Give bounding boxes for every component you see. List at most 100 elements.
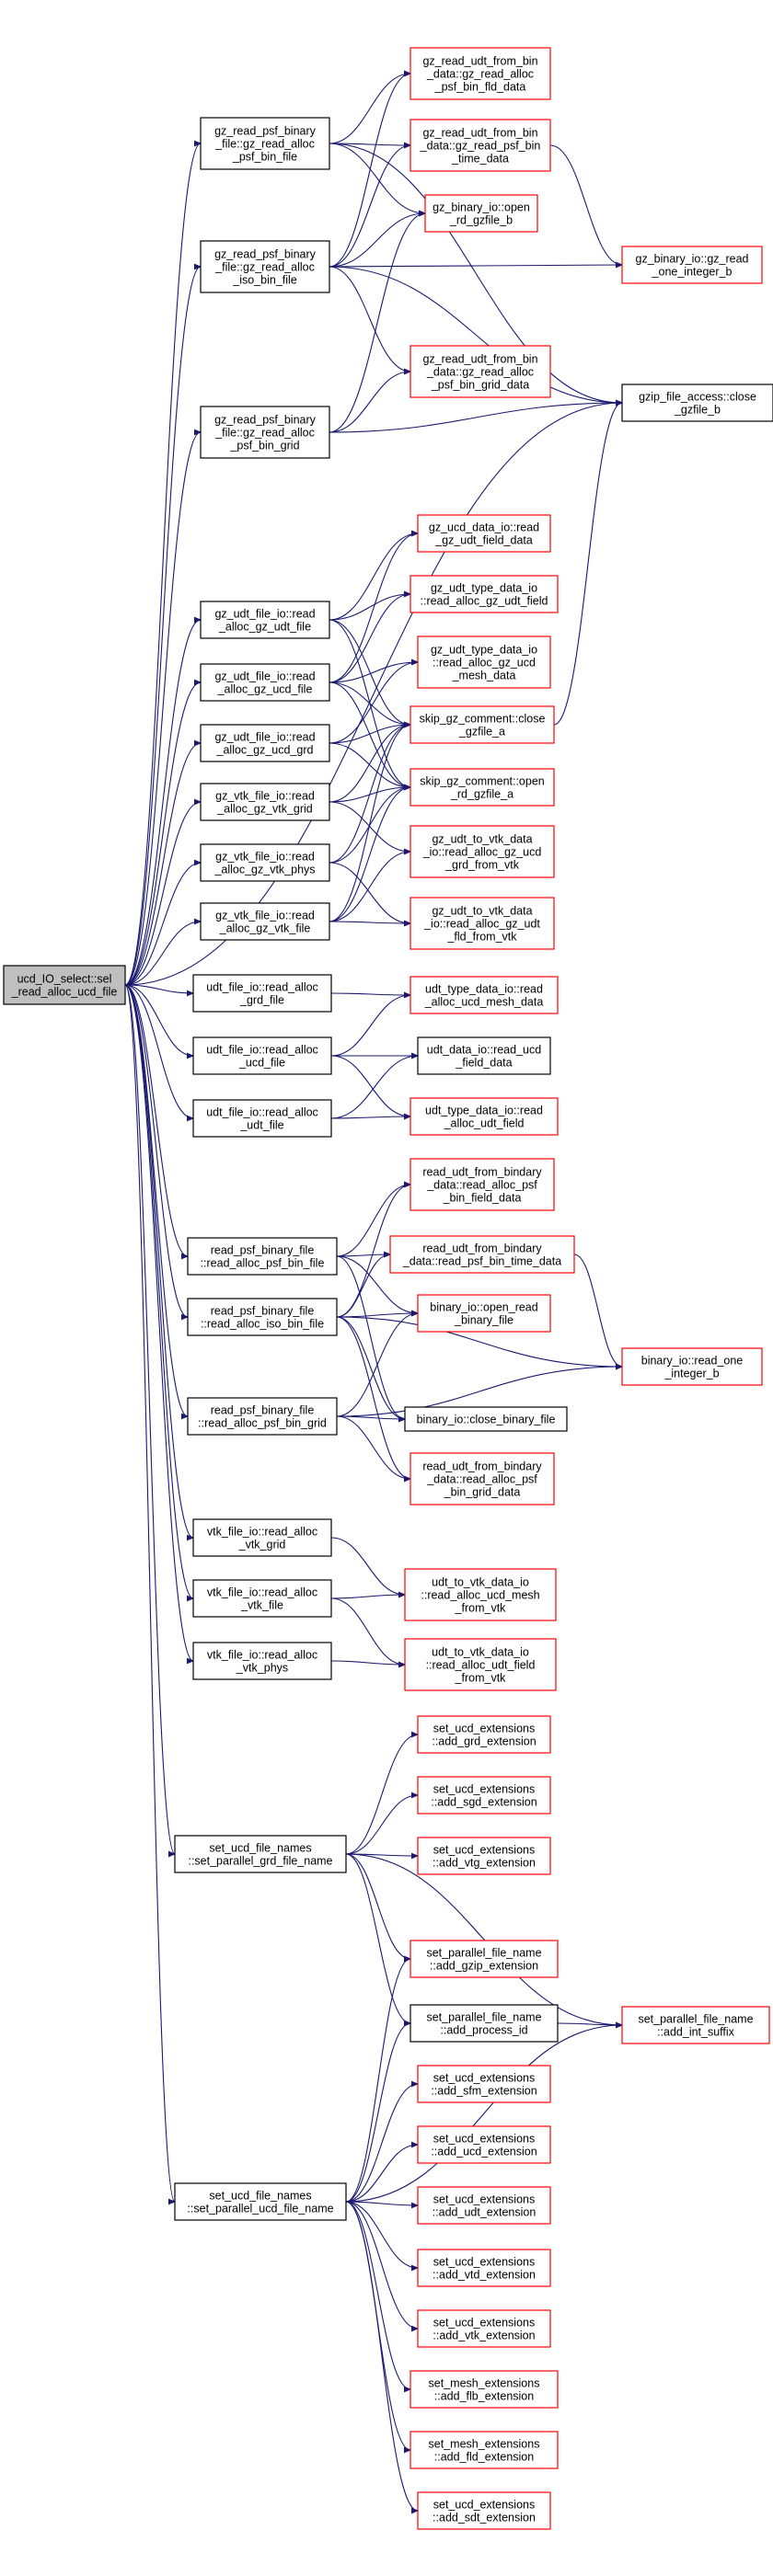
node-box[interactable] xyxy=(621,246,763,284)
node-box[interactable] xyxy=(200,902,330,941)
node-box[interactable] xyxy=(192,1642,332,1680)
node-t_ext_vtg[interactable]: set_ucd_extensions::add_vtg_extension xyxy=(417,1837,551,1875)
node-n_setgrd[interactable]: set_ucd_file_names::set_parallel_grd_fil… xyxy=(174,1835,347,1873)
node-t_skip_close[interactable]: skip_gz_comment::close_gzfile_a xyxy=(410,705,555,744)
node-t_ext_vtd[interactable]: set_ucd_extensions::add_vtd_extension xyxy=(417,2249,551,2287)
node-box[interactable] xyxy=(417,2491,551,2530)
node-box[interactable] xyxy=(410,2431,559,2469)
node-root[interactable]: ucd_IO_select::sel_read_alloc_ucd_file xyxy=(3,965,126,1005)
node-n_udtucd[interactable]: udt_file_io::read_alloc_ucd_file xyxy=(192,1036,332,1075)
node-box[interactable] xyxy=(410,1097,559,1136)
node-box[interactable] xyxy=(417,2186,551,2225)
node-n_vtkphys[interactable]: vtk_file_io::read_alloc_vtk_phys xyxy=(192,1642,332,1680)
node-box[interactable] xyxy=(417,1837,551,1875)
node-box[interactable] xyxy=(200,783,330,821)
node-t_ext_flb[interactable]: set_mesh_extensions::add_flb_extension xyxy=(410,2370,559,2409)
node-box[interactable] xyxy=(410,897,555,950)
node-box[interactable] xyxy=(424,194,538,233)
node-t_bin_open[interactable]: binary_io::open_read_binary_file xyxy=(417,1294,551,1333)
node-box[interactable] xyxy=(192,1579,332,1618)
node-t_gz_type_fld[interactable]: gz_udt_type_data_io::read_alloc_gz_udt_f… xyxy=(410,575,559,613)
node-box[interactable] xyxy=(410,705,555,744)
node-box[interactable] xyxy=(404,1638,557,1691)
node-t_udt_field[interactable]: udt_data_io::read_ucd_field_data xyxy=(417,1036,551,1075)
node-box[interactable] xyxy=(410,345,551,398)
node-box[interactable] xyxy=(404,1406,568,1432)
node-box[interactable] xyxy=(621,384,773,422)
node-box[interactable] xyxy=(187,1397,338,1436)
node-t_vtk_mesh[interactable]: udt_to_vtk_data_io::read_alloc_ucd_mesh_… xyxy=(404,1568,557,1621)
node-t_gz_type_mesh[interactable]: gz_udt_type_data_io::read_alloc_gz_ucd_m… xyxy=(417,635,551,689)
node-t_udt_mesh[interactable]: udt_type_data_io::read_alloc_ucd_mesh_da… xyxy=(410,976,559,1014)
node-t_bin_fld[interactable]: read_udt_from_bindary_data::read_alloc_p… xyxy=(410,1158,555,1211)
node-box[interactable] xyxy=(192,974,332,1013)
node-t_gz_vtk_grd[interactable]: gz_udt_to_vtk_data_io::read_alloc_gz_ucd… xyxy=(410,825,555,878)
node-t_read_int_b[interactable]: gz_binary_io::gz_read_one_integer_b xyxy=(621,246,763,284)
node-box[interactable] xyxy=(192,1036,332,1075)
node-box[interactable] xyxy=(410,575,559,613)
node-n_gzpsfbin[interactable]: gz_read_psf_binary_file::gz_read_alloc_p… xyxy=(200,117,330,170)
node-box[interactable] xyxy=(410,2004,559,2043)
node-n_vtkgrid[interactable]: vtk_file_io::read_alloc_vtk_grid xyxy=(192,1518,332,1557)
node-t_time_data[interactable]: gz_read_udt_from_bin_data::gz_read_psf_b… xyxy=(410,119,551,172)
node-t_bin_grid[interactable]: read_udt_from_bindary_data::read_alloc_p… xyxy=(410,1452,555,1506)
node-n_isobin[interactable]: read_psf_binary_file::read_alloc_iso_bin… xyxy=(187,1298,338,1336)
node-t_gz_udt_fld[interactable]: gz_ucd_data_io::read_gz_udt_field_data xyxy=(417,514,551,553)
node-n_psfbin[interactable]: read_psf_binary_file::read_alloc_psf_bin… xyxy=(187,1237,338,1276)
node-box[interactable] xyxy=(410,1940,559,1978)
node-t_ext_sdt[interactable]: set_ucd_extensions::add_sdt_extension xyxy=(417,2491,551,2530)
node-box[interactable] xyxy=(174,1835,347,1873)
node-box[interactable] xyxy=(417,635,551,689)
node-t_vtk_fld[interactable]: udt_to_vtk_data_io::read_alloc_udt_field… xyxy=(404,1638,557,1691)
node-box[interactable] xyxy=(410,1452,555,1506)
node-box[interactable] xyxy=(200,724,330,762)
node-t_ext_ucd[interactable]: set_ucd_extensions::add_ucd_extension xyxy=(417,2125,551,2164)
node-t_bin_close[interactable]: binary_io::close_binary_file xyxy=(404,1406,568,1432)
node-t_gzip_ext[interactable]: set_parallel_file_name::add_gzip_extensi… xyxy=(410,1940,559,1978)
node-box[interactable] xyxy=(200,663,330,702)
node-t_fld_data[interactable]: gz_read_udt_from_bin_data::gz_read_alloc… xyxy=(410,47,551,100)
node-n_vtkfile[interactable]: vtk_file_io::read_alloc_vtk_file xyxy=(192,1579,332,1618)
node-n_gzudt[interactable]: gz_udt_file_io::read_alloc_gz_udt_file xyxy=(200,601,330,639)
node-n_setucd[interactable]: set_ucd_file_names::set_parallel_ucd_fil… xyxy=(174,2182,347,2221)
node-box[interactable] xyxy=(417,2309,551,2348)
node-box[interactable] xyxy=(410,976,559,1014)
node-t_gz_vtk_fld[interactable]: gz_udt_to_vtk_data_io::read_alloc_gz_udt… xyxy=(410,897,555,950)
node-box[interactable] xyxy=(192,1099,332,1138)
node-box[interactable] xyxy=(410,825,555,878)
node-box[interactable] xyxy=(200,117,330,170)
node-n_udtgrd[interactable]: udt_file_io::read_alloc_grd_file xyxy=(192,974,332,1013)
node-t_ext_grd[interactable]: set_ucd_extensions::add_grd_extension xyxy=(417,1715,551,1754)
node-n_gzvtkgrid[interactable]: gz_vtk_file_io::read_alloc_gz_vtk_grid xyxy=(200,783,330,821)
node-box[interactable] xyxy=(417,2065,551,2103)
node-n_gzvtkfile[interactable]: gz_vtk_file_io::read_alloc_gz_vtk_file xyxy=(200,902,330,941)
node-box[interactable] xyxy=(410,1158,555,1211)
node-t_udt_type_fld[interactable]: udt_type_data_io::read_alloc_udt_field xyxy=(410,1097,559,1136)
node-box[interactable] xyxy=(174,2182,347,2221)
node-t_ext_vtk[interactable]: set_ucd_extensions::add_vtk_extension xyxy=(417,2309,551,2348)
node-t_process_id[interactable]: set_parallel_file_name::add_process_id xyxy=(410,2004,559,2043)
node-box[interactable] xyxy=(404,1568,557,1621)
node-box[interactable] xyxy=(417,1036,551,1075)
node-n_gzisobin[interactable]: gz_read_psf_binary_file::gz_read_alloc_i… xyxy=(200,240,330,293)
node-n_gzpsfgrid[interactable]: gz_read_psf_binary_file::gz_read_alloc_p… xyxy=(200,406,330,459)
node-t_ext_sgd[interactable]: set_ucd_extensions::add_sgd_extension xyxy=(417,1776,551,1815)
node-box[interactable] xyxy=(417,2249,551,2287)
node-box[interactable] xyxy=(417,2125,551,2164)
node-box[interactable] xyxy=(389,1235,575,1274)
node-n_gzvtkphys[interactable]: gz_vtk_file_io::read_alloc_gz_vtk_phys xyxy=(200,843,330,882)
node-box[interactable] xyxy=(187,1298,338,1336)
node-box[interactable] xyxy=(417,1715,551,1754)
node-box[interactable] xyxy=(200,406,330,459)
node-t_bin_time[interactable]: read_udt_from_bindary_data::read_psf_bin… xyxy=(389,1235,575,1274)
node-box[interactable] xyxy=(200,240,330,293)
node-t_bin_readint[interactable]: binary_io::read_one_integer_b xyxy=(621,1347,763,1386)
node-box[interactable] xyxy=(187,1237,338,1276)
node-t_skip_open[interactable]: skip_gz_comment::open_rd_gzfile_a xyxy=(410,768,555,807)
node-n_psfgrid[interactable]: read_psf_binary_file::read_alloc_psf_bin… xyxy=(187,1397,338,1436)
node-box[interactable] xyxy=(621,2006,770,2044)
node-box[interactable] xyxy=(200,601,330,639)
node-box[interactable] xyxy=(200,843,330,882)
node-t_open_gz_b[interactable]: gz_binary_io::open_rd_gzfile_b xyxy=(424,194,538,233)
node-box[interactable] xyxy=(417,1294,551,1333)
